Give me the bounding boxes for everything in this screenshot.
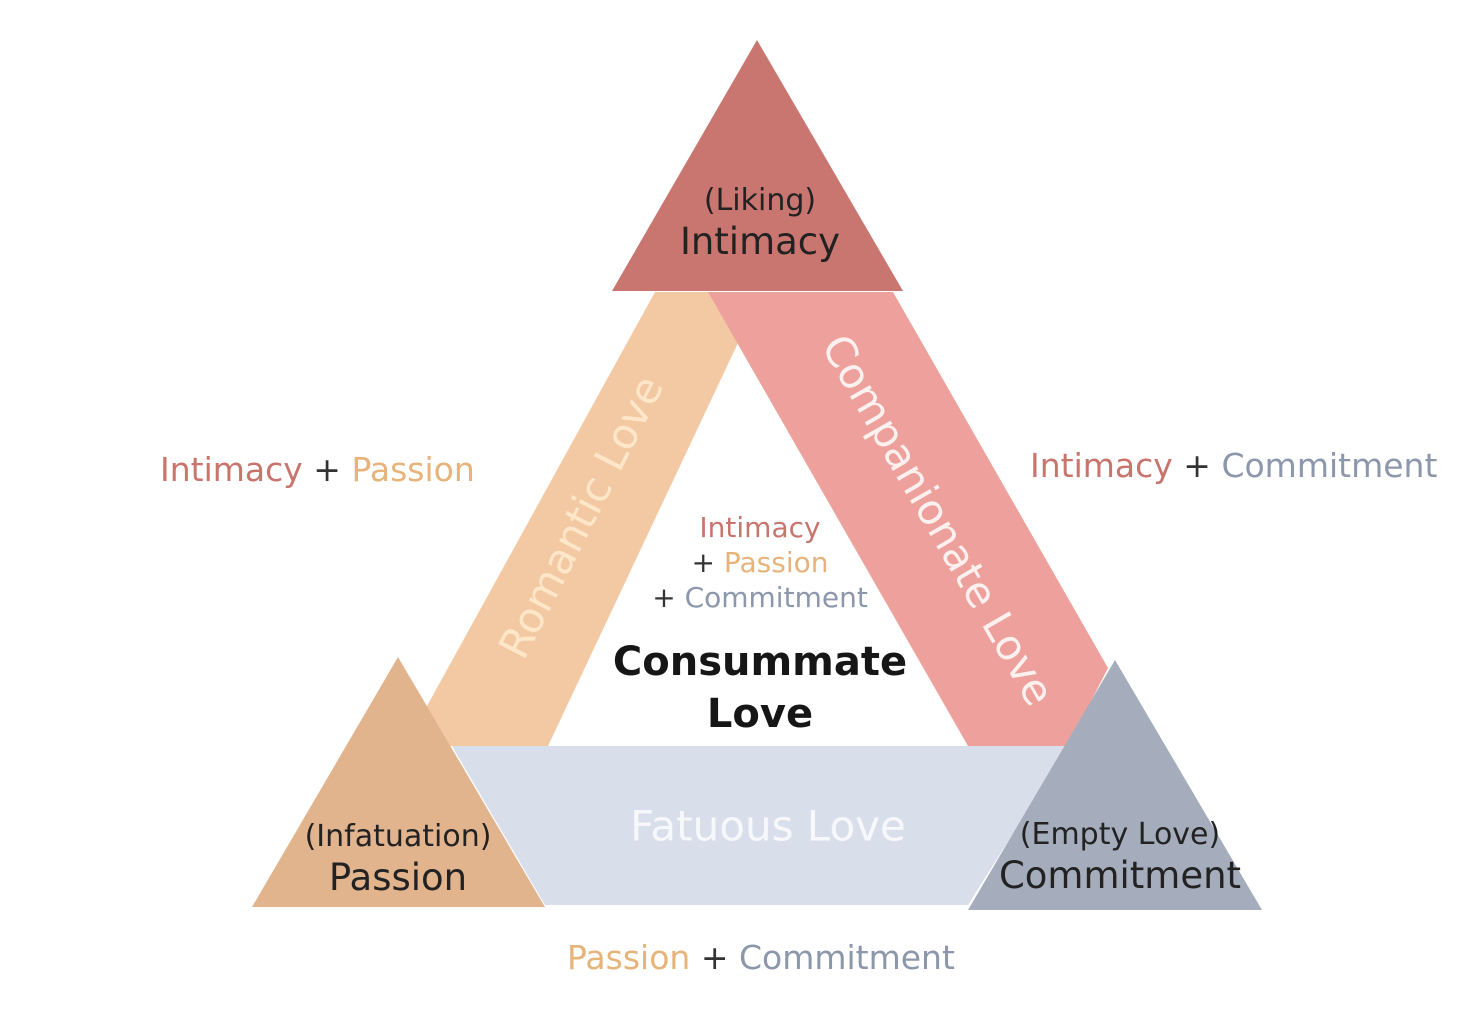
passion-label: Passion	[328, 856, 468, 899]
intimacy-vertex-triangle	[612, 40, 903, 291]
passion-vertex-label: (Infatuation) Passion	[278, 818, 518, 900]
romantic-love-band	[405, 292, 762, 746]
passion-commitment-combo: Passion + Commitment	[567, 938, 955, 977]
combo-passion: Passion	[351, 450, 475, 489]
infatuation-label: (Infatuation)	[304, 819, 492, 854]
center-intimacy: Intimacy	[699, 511, 821, 544]
empty-love-label: (Empty Love)	[1019, 817, 1221, 852]
commitment-vertex-label: (Empty Love) Commitment	[990, 816, 1250, 898]
consummate-title-line2: Love	[706, 691, 814, 737]
combo-plus: +	[700, 938, 729, 977]
combo-plus: +	[1183, 446, 1211, 485]
consummate-components: Intimacy + Passion + Commitment	[560, 510, 960, 615]
intimacy-vertex-label: (Liking) Intimacy	[660, 182, 860, 264]
commitment-vertex-triangle	[968, 660, 1262, 910]
combo-passion: Passion	[567, 938, 691, 977]
consummate-title-line1: Consummate	[612, 639, 908, 685]
combo-plus: +	[313, 450, 341, 489]
intimacy-commitment-combo: Intimacy + Commitment	[1030, 446, 1437, 485]
intimacy-label: Intimacy	[679, 220, 841, 263]
fatuous-love-label: Fatuous Love	[630, 801, 906, 851]
combo-commitment: Commitment	[738, 938, 955, 977]
combo-intimacy: Intimacy	[160, 450, 303, 489]
combo-commitment: Commitment	[1221, 446, 1438, 485]
companionate-love-band	[708, 292, 1108, 746]
center-commitment-line: + Commitment	[652, 581, 868, 614]
intimacy-passion-combo: Intimacy + Passion	[160, 450, 475, 489]
consummate-love-title: Consummate Love	[560, 636, 960, 740]
combo-intimacy: Intimacy	[1030, 446, 1173, 485]
liking-label: (Liking)	[703, 183, 817, 218]
commitment-label: Commitment	[998, 854, 1242, 897]
fatuous-love-band	[452, 746, 1068, 905]
center-passion-line: + Passion	[691, 546, 829, 579]
passion-vertex-triangle	[252, 657, 545, 907]
